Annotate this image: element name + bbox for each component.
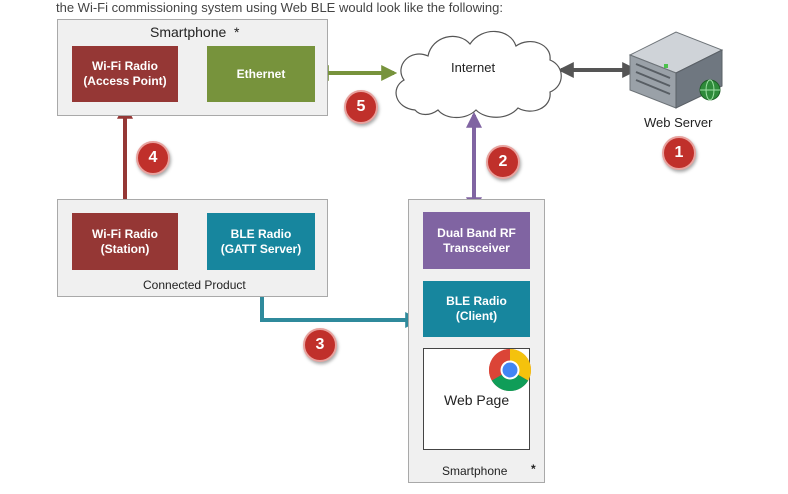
- wifi-radio-ap-line1: Wi-Fi Radio: [92, 59, 158, 73]
- wifi-radio-ap-line2: (Access Point): [83, 74, 167, 88]
- ethernet-label: Ethernet: [236, 66, 286, 81]
- wifi-radio-station-line2: (Station): [100, 241, 150, 256]
- ble-radio-client-line1: BLE Radio: [446, 294, 507, 308]
- step-badge-4: 4: [136, 141, 170, 175]
- ble-radio-gatt-line2: (GATT Server): [220, 241, 302, 256]
- step-badge-5: 5: [344, 90, 378, 124]
- step-badge-1: 1: [662, 136, 696, 170]
- internet-label: Internet: [451, 60, 496, 75]
- web-server-label: Web Server: [644, 115, 713, 130]
- step-badge-3: 3: [303, 328, 337, 362]
- ethernet-box: Ethernet: [207, 46, 315, 102]
- ble-radio-gatt-server: BLE Radio (GATT Server): [207, 213, 315, 270]
- wifi-radio-station-line1: Wi-Fi Radio: [92, 226, 158, 241]
- dual-band-transceiver: Dual Band RF Transceiver: [423, 212, 530, 269]
- wifi-radio-access-point: Wi-Fi Radio (Access Point): [72, 46, 178, 102]
- web-page-label: Web Page: [444, 392, 510, 408]
- smartphone-top-title: Smartphone *: [150, 24, 240, 40]
- dual-band-line1: Dual Band RF: [437, 225, 516, 240]
- intro-caption: the Wi-Fi commissioning system using Web…: [56, 0, 503, 15]
- smartphone-right-label: Smartphone: [442, 464, 508, 478]
- ble-radio-gatt-line1: BLE Radio: [230, 226, 292, 241]
- step-badge-2: 2: [486, 145, 520, 179]
- wifi-radio-station: Wi-Fi Radio (Station): [72, 213, 178, 270]
- smartphone-right-asterisk: *: [531, 462, 536, 476]
- dual-band-line2: Transceiver: [443, 240, 510, 255]
- ble-radio-client: BLE Radio (Client): [423, 281, 530, 337]
- ble-radio-client-line2: (Client): [455, 309, 498, 323]
- connected-product-label: Connected Product: [143, 278, 246, 292]
